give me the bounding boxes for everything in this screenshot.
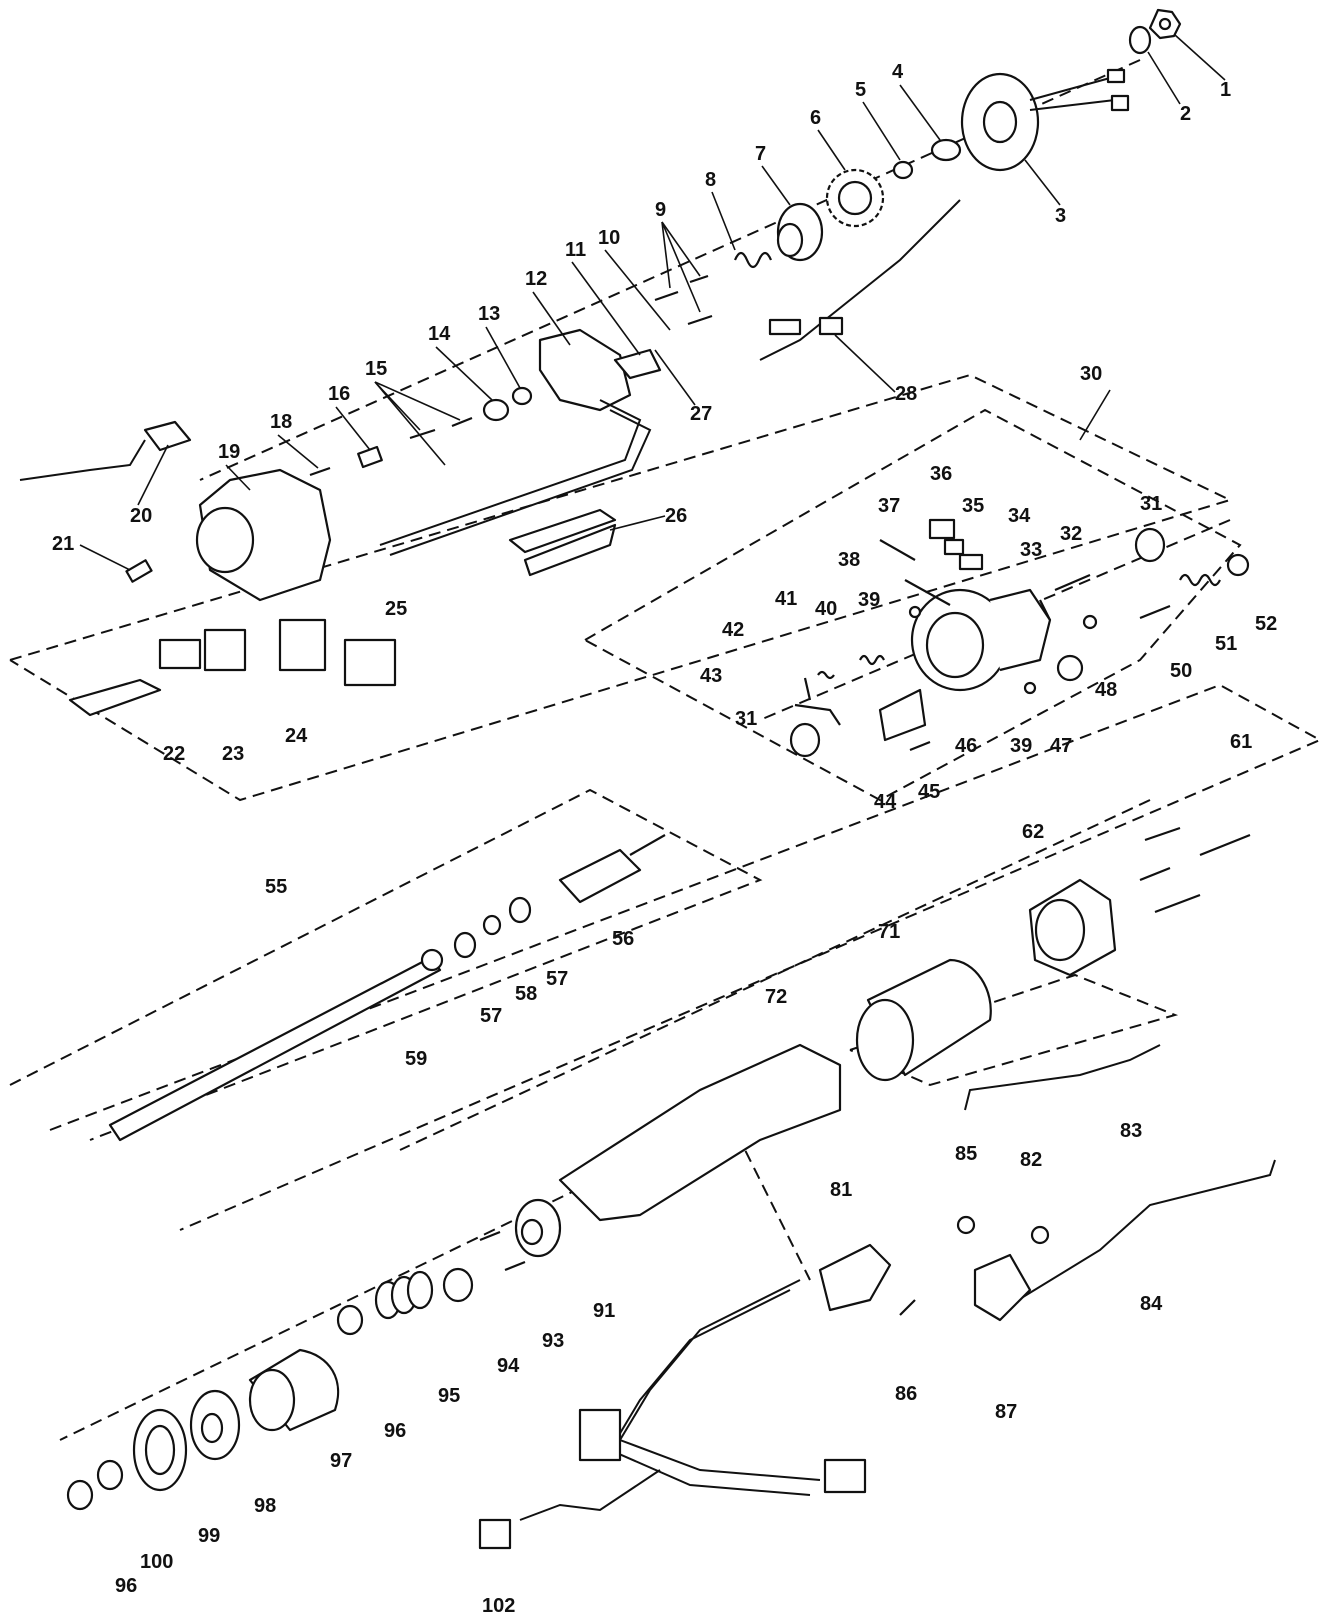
callout-100: 100 — [140, 1551, 173, 1573]
callout-61: 61 — [1230, 731, 1252, 753]
callout-96-low: 96 — [115, 1575, 137, 1597]
callout-14: 14 — [428, 323, 451, 345]
callout-26: 26 — [665, 505, 687, 527]
callout-47: 47 — [1050, 735, 1072, 757]
callout-31-bottom: 31 — [735, 708, 757, 730]
callout-4: 4 — [892, 61, 904, 83]
callout-50: 50 — [1170, 660, 1192, 682]
callout-22: 22 — [163, 743, 185, 765]
callout-33: 33 — [1020, 539, 1042, 561]
callout-1: 1 — [1220, 79, 1231, 101]
callout-91: 91 — [593, 1300, 615, 1322]
callout-82: 82 — [1020, 1149, 1042, 1171]
callout-72: 72 — [765, 986, 787, 1008]
callout-39-right: 39 — [1010, 735, 1032, 757]
callout-96-mid: 96 — [384, 1420, 406, 1442]
callout-18: 18 — [270, 411, 292, 433]
callout-55: 55 — [265, 876, 287, 898]
callout-30: 30 — [1080, 363, 1102, 385]
callout-52: 52 — [1255, 613, 1277, 635]
callout-3: 3 — [1055, 205, 1066, 227]
callout-98: 98 — [254, 1495, 276, 1517]
callout-86: 86 — [895, 1383, 917, 1405]
callout-13: 13 — [478, 303, 500, 325]
callout-62: 62 — [1022, 821, 1044, 843]
callout-46: 46 — [955, 735, 977, 757]
callout-38: 38 — [838, 549, 860, 571]
callout-5: 5 — [855, 79, 866, 101]
callout-59: 59 — [405, 1048, 427, 1070]
callout-87: 87 — [995, 1401, 1017, 1423]
parts-group-30 — [789, 518, 1250, 758]
callout-24: 24 — [285, 725, 308, 747]
callout-95: 95 — [438, 1385, 460, 1407]
callout-71: 71 — [878, 921, 900, 943]
callout-35: 35 — [962, 495, 984, 517]
callout-85: 85 — [955, 1143, 977, 1165]
callout-102: 102 — [482, 1595, 515, 1617]
callout-36: 36 — [930, 463, 952, 485]
callout-57-right: 57 — [546, 968, 568, 990]
callout-93: 93 — [542, 1330, 564, 1352]
callout-40: 40 — [815, 598, 837, 620]
callout-19: 19 — [218, 441, 240, 463]
leader-lines — [79, 34, 1226, 571]
callout-94: 94 — [497, 1355, 520, 1377]
callout-32: 32 — [1060, 523, 1082, 545]
callout-48: 48 — [1095, 679, 1117, 701]
callout-21: 21 — [52, 533, 74, 555]
callout-10: 10 — [598, 227, 620, 249]
callout-57-left: 57 — [480, 1005, 502, 1027]
callout-84: 84 — [1140, 1293, 1163, 1315]
callout-43: 43 — [700, 665, 722, 687]
callout-99: 99 — [198, 1525, 220, 1547]
parts-shaft-group — [66, 826, 1276, 1550]
callout-83: 83 — [1120, 1120, 1142, 1142]
callout-45: 45 — [918, 781, 940, 803]
callout-39-left: 39 — [858, 589, 880, 611]
callout-23: 23 — [222, 743, 244, 765]
callout-11: 11 — [565, 239, 586, 261]
callout-58: 58 — [515, 983, 537, 1005]
callout-28: 28 — [895, 383, 917, 405]
group-boundaries — [9, 373, 1323, 1231]
callout-16: 16 — [328, 383, 350, 405]
callout-7: 7 — [755, 143, 766, 165]
callout-31-top: 31 — [1140, 493, 1162, 515]
callout-42: 42 — [722, 619, 744, 641]
callout-37: 37 — [878, 495, 900, 517]
callout-51: 51 — [1215, 633, 1237, 655]
callout-27: 27 — [690, 403, 712, 425]
callout-labels: 1 2 3 4 5 6 7 8 9 10 11 12 13 14 15 16 1… — [52, 61, 1277, 1617]
callout-25: 25 — [385, 598, 407, 620]
callout-44: 44 — [874, 791, 897, 813]
callout-6: 6 — [810, 107, 821, 129]
callout-15: 15 — [365, 358, 387, 380]
callout-12: 12 — [525, 268, 547, 290]
callout-2: 2 — [1180, 103, 1191, 125]
callout-41: 41 — [775, 588, 797, 610]
callout-56: 56 — [612, 928, 634, 950]
callout-20: 20 — [130, 505, 152, 527]
parts-top-row — [19, 8, 1182, 717]
callout-9: 9 — [655, 199, 666, 221]
callout-81: 81 — [830, 1179, 852, 1201]
callout-34: 34 — [1008, 505, 1031, 527]
callout-97: 97 — [330, 1450, 352, 1472]
callout-8: 8 — [705, 169, 716, 191]
